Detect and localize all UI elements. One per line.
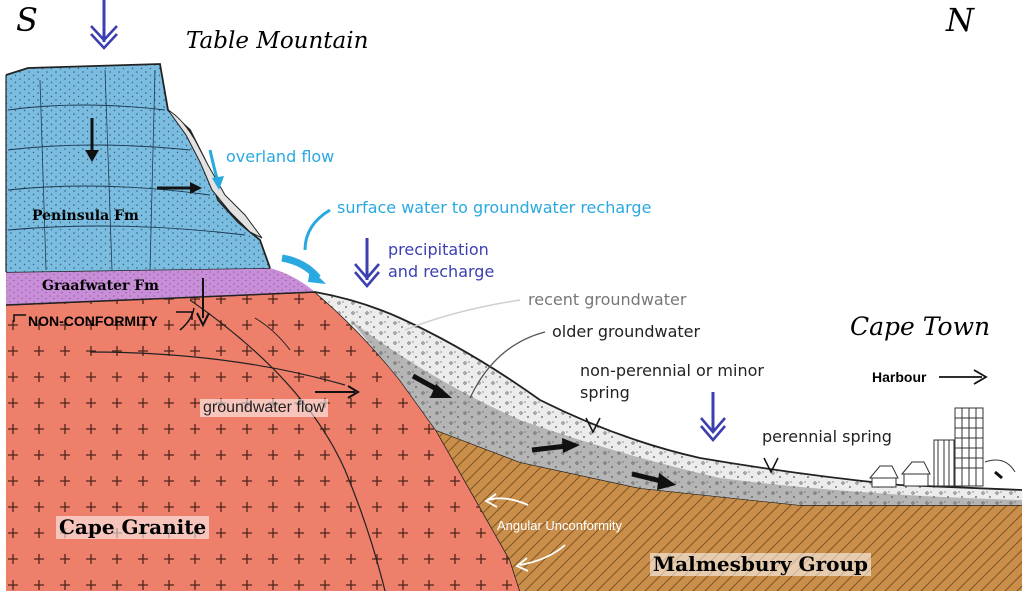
precipitation-label-line1: precipitation [388,240,489,259]
harbour-label: Harbour [872,369,927,385]
peninsula-fm-label: Peninsula Fm [32,208,139,224]
city-buildings [868,407,1016,488]
surface-recharge-label: surface water to groundwater recharge [337,198,652,217]
overland-flow-label: overland flow [226,147,335,166]
angular-unconformity-label: Angular Unconformity [497,518,622,533]
perennial-spring-label: perennial spring [762,427,892,446]
non-conformity-label: NON-CONFORMITY [28,313,158,329]
cliff-talus [167,109,263,239]
precipitation-label-line2: and recharge [388,262,495,281]
precipitation-arrow-top [90,0,118,50]
table-mountain-label: Table Mountain [186,28,369,54]
precipitation-arrow-right [700,392,726,442]
non-perennial-spring-label-line1: non-perennial or minor [580,361,764,380]
overland-flow-arrow [208,149,224,190]
angular-unconformity-arrows [484,493,566,572]
non-perennial-spring-label-line2: spring [580,383,630,402]
harbour-arrow [939,369,988,385]
graafwater-layer [5,267,316,306]
spring-symbols [585,417,779,474]
recent-groundwater-label: recent groundwater [528,290,687,309]
leader-lines [404,299,546,399]
graafwater-fm-label: Graafwater Fm [42,278,159,294]
infiltration-arrows [85,118,210,328]
compass-south: S [16,1,38,39]
cape-town-label: Cape Town [850,312,991,341]
older-groundwater-label: older groundwater [552,322,701,341]
sediment-cover [314,291,1022,505]
groundwater-flow-arrows [315,373,676,490]
cape-granite-label: Cape Granite [56,516,210,539]
malmesbury-group-label: Malmesbury Group [650,553,871,576]
precipitation-arrow-mid [354,238,380,288]
groundwater-flow-label: groundwater flow [200,399,328,418]
compass-north: N [946,1,974,39]
recharge-curve-arrow [281,208,331,284]
peninsula-layer [5,63,271,272]
non-conformity-markers [13,307,195,331]
